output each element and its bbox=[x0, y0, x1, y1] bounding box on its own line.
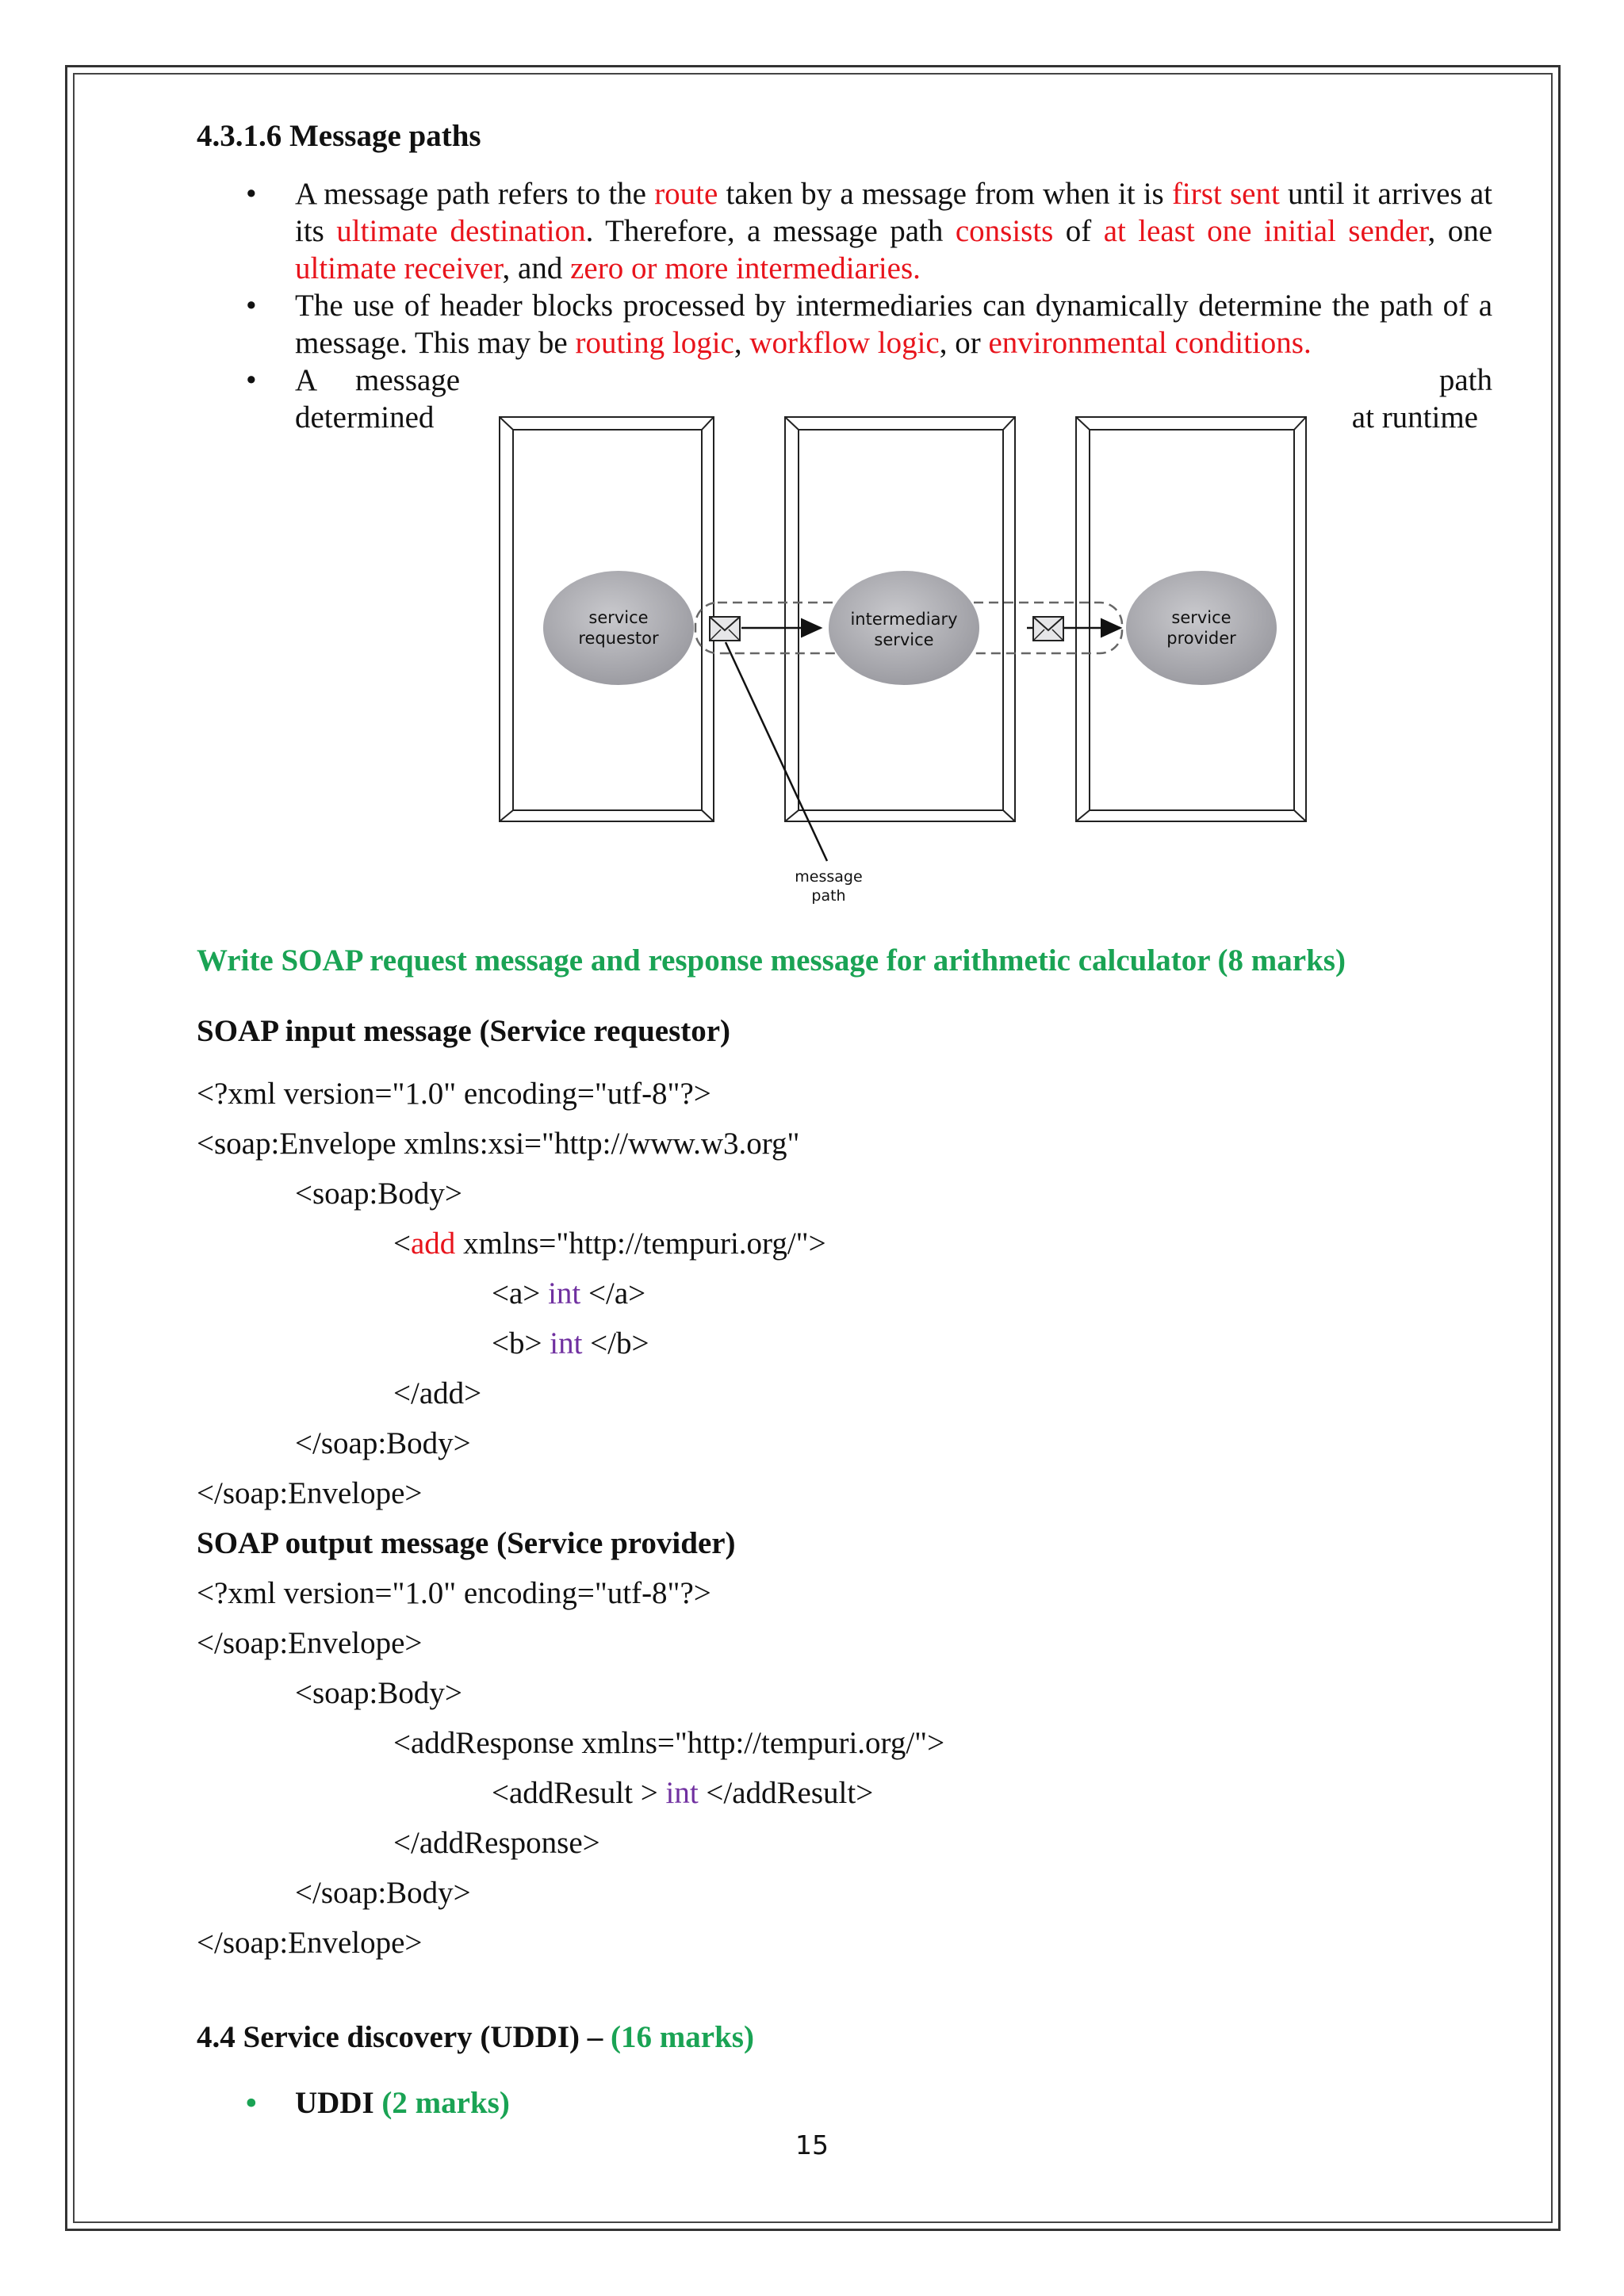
highlight-text: first sent bbox=[1171, 177, 1280, 211]
envelope-icon bbox=[1032, 616, 1064, 641]
text: <addResult > bbox=[492, 1776, 666, 1810]
highlight-text: routing logic bbox=[575, 326, 734, 360]
text: <a> bbox=[492, 1276, 549, 1311]
text: xmlns="http://tempuri.org/"> bbox=[455, 1226, 826, 1261]
text: The use of header blocks processed by in… bbox=[295, 289, 1492, 360]
page-number: 15 bbox=[795, 2130, 829, 2160]
bullet-item-runtime-path: • A message path determined at runtime bbox=[197, 362, 1492, 436]
text: , bbox=[733, 326, 750, 360]
node-label: requestor bbox=[578, 629, 659, 648]
code-line: <?xml version="1.0" encoding="utf-8"?> bbox=[197, 1576, 711, 1610]
code-line: <addResult > int </addResult> bbox=[197, 1768, 1492, 1818]
section2-heading: 4.4 Service discovery (UDDI) – (16 marks… bbox=[197, 2019, 1492, 2056]
code-line: </soap:Envelope> bbox=[197, 1476, 423, 1510]
code-line: </soap:Body> bbox=[295, 1876, 471, 1910]
page-content: 4.3.1.6 Message paths • A message path r… bbox=[197, 111, 1492, 2122]
text: </addResult> bbox=[698, 1776, 874, 1810]
intermediary-box bbox=[784, 416, 1016, 822]
node-label: service bbox=[874, 630, 933, 649]
text: A bbox=[295, 363, 318, 397]
marks-text: (16 marks) bbox=[611, 2020, 754, 2054]
input-code-block: <?xml version="1.0" encoding="utf-8"?> <… bbox=[197, 1069, 1492, 1518]
text: message bbox=[355, 363, 461, 397]
text: </a> bbox=[580, 1276, 646, 1311]
bullet-item-uddi: • UDDI (2 marks) bbox=[197, 2084, 1492, 2122]
text: <b> bbox=[492, 1326, 550, 1360]
text: , one bbox=[1427, 214, 1493, 248]
code-line: <soap:Body> bbox=[295, 1676, 462, 1710]
highlight-text: add bbox=[411, 1226, 456, 1261]
input-message-heading: SOAP input message (Service requestor) bbox=[197, 1014, 731, 1048]
message-path-label: message bbox=[795, 868, 862, 886]
provider-box bbox=[1075, 416, 1307, 822]
text: , or bbox=[939, 326, 989, 360]
text: < bbox=[393, 1226, 411, 1261]
message-path-pointer bbox=[724, 641, 829, 862]
output-code-block: <?xml version="1.0" encoding="utf-8"?> <… bbox=[197, 1568, 1492, 1968]
page-border-outer bbox=[65, 65, 1561, 2231]
bullet-item-message-path-definition: • A message path refers to the route tak… bbox=[197, 175, 1492, 287]
node-label: provider bbox=[1166, 629, 1236, 648]
code-line: <add xmlns="http://tempuri.org/"> bbox=[197, 1219, 1492, 1269]
code-line: <?xml version="1.0" encoding="utf-8"?> bbox=[197, 1077, 711, 1111]
bullet-dot: • bbox=[246, 289, 257, 323]
highlight-text: workflow logic bbox=[749, 326, 940, 360]
bullet-dot: • bbox=[246, 177, 257, 211]
question-heading: Write SOAP request message and response … bbox=[197, 943, 1346, 978]
code-line: <a> int </a> bbox=[197, 1269, 1492, 1318]
code-line: <addResponse xmlns="http://tempuri.org/"… bbox=[393, 1726, 945, 1760]
text: determined bbox=[295, 400, 435, 434]
highlight-text: ultimate receiver bbox=[295, 251, 503, 285]
code-line: <soap:Body> bbox=[295, 1177, 462, 1211]
code-line: </soap:Envelope> bbox=[197, 1926, 423, 1960]
code-line: </add> bbox=[393, 1376, 482, 1410]
bullet-dot: • bbox=[246, 2086, 257, 2120]
section-title: 4.3.1.6 Message paths bbox=[197, 119, 481, 153]
type-text: int bbox=[665, 1776, 699, 1810]
highlight-text: route bbox=[654, 177, 718, 211]
node-label: intermediary bbox=[850, 610, 957, 629]
text: </b> bbox=[582, 1326, 649, 1360]
type-text: int bbox=[548, 1276, 581, 1311]
text: A message path refers to the bbox=[295, 177, 655, 211]
marks-text: (2 marks) bbox=[381, 2086, 510, 2120]
text: . Therefore, a message path bbox=[585, 214, 956, 248]
node-label: service bbox=[588, 608, 648, 627]
text: until it arrives at its bbox=[295, 177, 1492, 248]
bullet-dot: • bbox=[246, 363, 257, 397]
text: at runtime bbox=[1351, 400, 1478, 434]
text: , and bbox=[502, 251, 571, 285]
uddi-bullet-list: • UDDI (2 marks) bbox=[197, 2084, 1492, 2122]
envelope-icon bbox=[709, 616, 741, 641]
code-line: </soap:Body> bbox=[295, 1426, 471, 1460]
bullet-list: • A message path refers to the route tak… bbox=[197, 175, 1492, 436]
text: taken by a message from when it is bbox=[718, 177, 1172, 211]
message-path-label: path bbox=[811, 887, 845, 905]
service-requestor-node bbox=[543, 571, 694, 685]
message-path-diagram: service requestor intermediary service s… bbox=[499, 416, 1307, 905]
service-provider-node bbox=[1126, 571, 1277, 685]
highlight-text: environmental conditions. bbox=[988, 326, 1312, 360]
text: of bbox=[1053, 214, 1104, 248]
code-line: </addResponse> bbox=[393, 1826, 600, 1860]
type-text: int bbox=[550, 1326, 583, 1360]
code-line: <soap:Envelope xmlns:xsi="http://www.w3.… bbox=[197, 1127, 800, 1161]
page-border-inner bbox=[73, 73, 1553, 2223]
text: path bbox=[1438, 363, 1492, 397]
code-line: <b> int </b> bbox=[197, 1318, 1492, 1368]
code-line: </soap:Envelope> bbox=[197, 1626, 423, 1660]
intermediary-service-node bbox=[829, 571, 979, 685]
highlight-text: zero or more intermediaries. bbox=[570, 251, 921, 285]
node-label: service bbox=[1171, 608, 1231, 627]
bullet-item-header-blocks: • The use of header blocks processed by … bbox=[197, 287, 1492, 362]
highlight-text: at least one initial sender bbox=[1103, 214, 1428, 248]
text: 4.4 Service discovery (UDDI) – bbox=[197, 2020, 611, 2054]
highlight-text: ultimate destination bbox=[336, 214, 586, 248]
output-message-heading: SOAP output message (Service provider) bbox=[197, 1526, 736, 1560]
text: UDDI bbox=[295, 2086, 374, 2120]
highlight-text: consists bbox=[955, 214, 1054, 248]
